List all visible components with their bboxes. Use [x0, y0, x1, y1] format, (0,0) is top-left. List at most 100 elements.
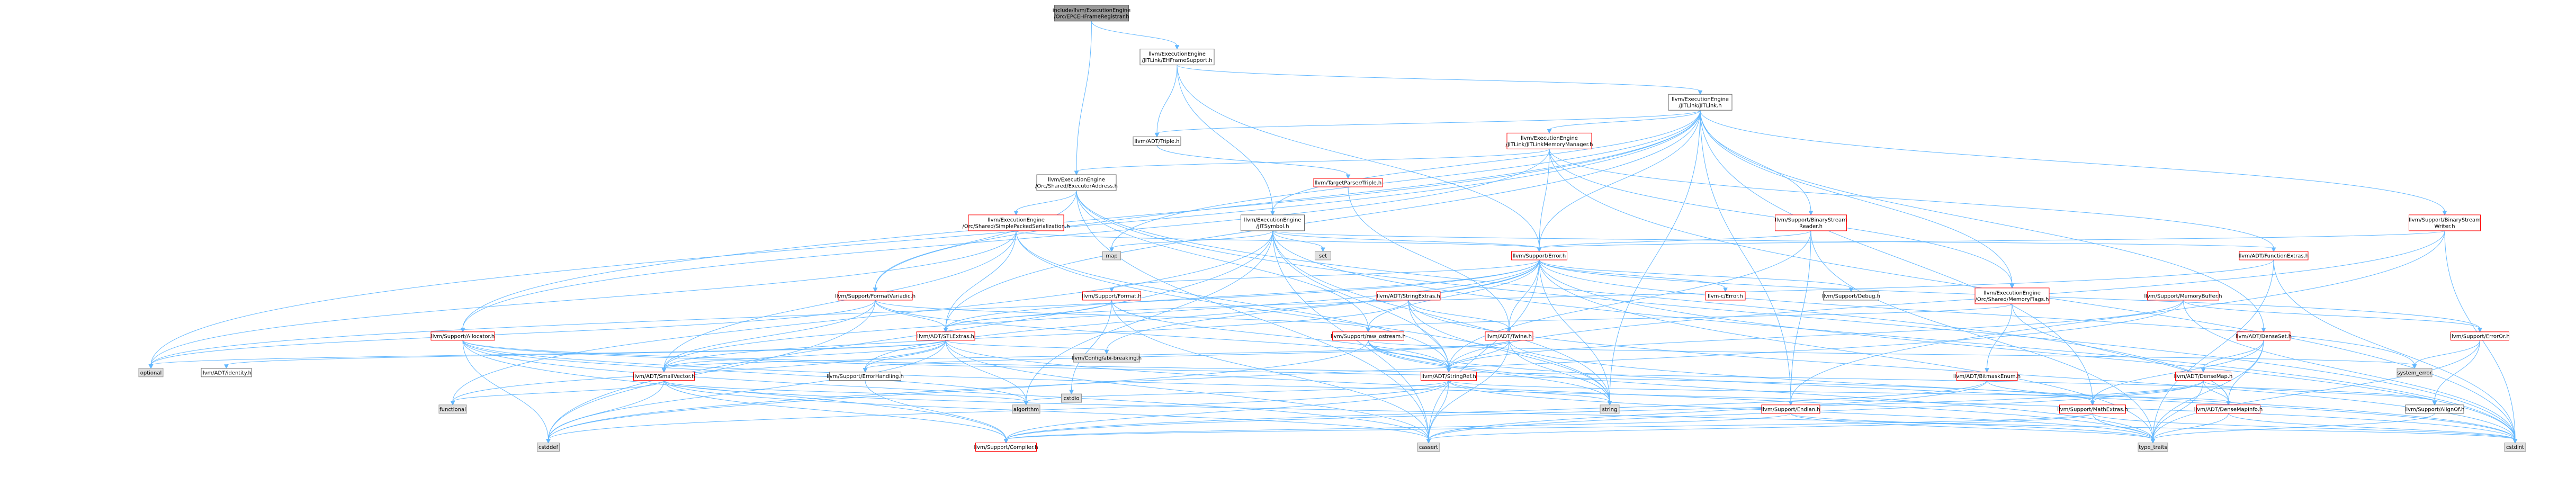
node-label: llvm/ADT/FunctionExtras.h	[2239, 254, 2309, 259]
node-smallvector[interactable]: llvm/ADT/SmallVector.h	[633, 372, 695, 381]
edge-stringextras-to-twine	[1408, 300, 1512, 332]
node-erroror[interactable]: llvm/Support/ErrorOr.h	[2450, 331, 2510, 341]
node-cstdio: cstdio	[1061, 393, 1082, 403]
node-box	[975, 443, 1037, 452]
node-label: llvm/ADT/StringRef.h	[1421, 374, 1476, 380]
node-box	[2175, 372, 2231, 381]
node-box	[1054, 5, 1129, 22]
node-raw_ostream[interactable]: llvm/Support/raw_ostream.h	[1331, 331, 1406, 341]
node-triple[interactable]: llvm/ADT/Triple.h	[1133, 136, 1181, 146]
node-mathextras[interactable]: llvm/Support/MathExtras.h	[2057, 404, 2128, 414]
node-label: include/llvm/ExecutionEngine	[1053, 7, 1131, 13]
node-label: llvm/Support/BinaryStream	[2409, 217, 2481, 223]
node-alignof[interactable]: llvm/Support/AlignOf.h	[2405, 404, 2465, 414]
node-label: llvm/ExecutionEngine	[1983, 290, 2041, 296]
node-shared_exec[interactable]: llvm/ExecutionEngine/Orc/Shared/Executor…	[1035, 174, 1118, 191]
node-box	[138, 368, 164, 377]
node-box	[2405, 404, 2464, 414]
node-error[interactable]: llvm/Support/Error.h	[1511, 251, 1567, 260]
node-memmgr[interactable]: llvm/ExecutionEngine/JITLink/JITLinkMemo…	[1506, 132, 1593, 149]
node-stringref[interactable]: llvm/ADT/StringRef.h	[1421, 372, 1477, 381]
edge-mathextras-to-cassert	[1426, 413, 2093, 444]
node-allocator[interactable]: llvm/Support/Allocator.h	[430, 331, 495, 341]
edge-error-to-llvmc_error	[1539, 259, 1728, 293]
node-box	[2397, 368, 2433, 377]
edge-memflags-to-densemapinfo	[2012, 303, 2231, 406]
node-label: llvm/ADT/BitmaskEnum.h	[1953, 374, 2021, 380]
node-box	[1139, 49, 1215, 66]
node-errhandling[interactable]: llvm/Support/ErrorHandling.h	[827, 372, 904, 381]
node-label: Reader.h	[1799, 223, 1823, 229]
edge-jitlink-to-memflags	[1700, 110, 2015, 289]
node-box	[829, 372, 901, 381]
node-debug[interactable]: llvm/Support/Debug.h	[1822, 291, 1880, 301]
edge-endian-to-compiler	[1003, 413, 1791, 444]
nodes-layer: include/llvm/ExecutionEngine/Orc/EPCEHFr…	[138, 5, 2526, 452]
node-label: cassert	[1419, 445, 1438, 451]
node-funcextras[interactable]: llvm/ADT/FunctionExtras.h	[2239, 251, 2309, 260]
node-densemap[interactable]: llvm/ADT/DenseMap.h	[2174, 372, 2233, 381]
edge-twine-to-stringref	[1446, 340, 1510, 373]
node-box	[2196, 404, 2260, 414]
edge-stringref-to-cstddef	[546, 380, 1449, 444]
node-densemapinfo[interactable]: llvm/ADT/DenseMapInfo.h	[2194, 404, 2263, 414]
node-system_error: system_error	[2397, 368, 2433, 377]
edge-stlextras-to-identity	[224, 340, 946, 369]
node-label: llvm/Support/BinaryStream	[1775, 217, 1847, 223]
node-cstdint: cstdint	[2504, 443, 2526, 452]
edge-stringref-to-compiler	[1003, 380, 1449, 444]
node-memflags[interactable]: llvm/ExecutionEngine/Orc/Shared/MemoryFl…	[1974, 287, 2050, 304]
edge-memmgr-to-funcextras	[1549, 149, 2276, 253]
node-label: llvm/Support/FormatVariadic.h	[835, 293, 915, 299]
node-box	[1761, 404, 1820, 414]
node-endian[interactable]: llvm/Support/Endian.h	[1761, 404, 1820, 414]
node-jitlink[interactable]: llvm/ExecutionEngine/JITLink/JITLink.h	[1668, 94, 1733, 111]
edge-error-to-config_abi	[1104, 259, 1540, 355]
edge-jitlink-to-map	[1109, 110, 1701, 253]
node-box	[1376, 291, 1441, 301]
node-membuffer[interactable]: llvm/Support/MemoryBuffer.h	[2144, 291, 2222, 301]
edge-format-to-cassert	[1111, 300, 1431, 444]
edge-memmgr-to-shared_exec	[1074, 148, 1550, 176]
edge-binstream_reader-to-stringref	[1446, 230, 1811, 373]
node-identity[interactable]: llvm/ADT/identity.h	[201, 368, 252, 377]
node-box	[430, 331, 495, 341]
node-label: llvm/Support/ErrorHandling.h	[827, 374, 904, 380]
node-denseset[interactable]: llvm/ADT/DenseSet.h	[2236, 331, 2292, 341]
edges-layer	[148, 21, 2518, 444]
node-target_triple[interactable]: llvm/TargetParser/Triple.h	[1313, 178, 1383, 187]
node-box	[1668, 94, 1733, 111]
edge-root-to-shared_exec	[1074, 21, 1092, 176]
node-format[interactable]: llvm/Support/Format.h	[1082, 291, 1142, 301]
node-label: system_error	[2397, 370, 2432, 376]
node-box	[1600, 404, 1620, 414]
node-label: type_traits	[2139, 445, 2167, 451]
node-compiler[interactable]: llvm/Support/Compiler.h	[974, 443, 1038, 452]
edge-twine-to-errhandling	[863, 340, 1510, 373]
node-simple_packed[interactable]: llvm/ExecutionEngine/Orc/Shared/SimplePa…	[963, 214, 1070, 231]
node-formatvariadic[interactable]: llvm/Support/FormatVariadic.h	[835, 291, 915, 301]
node-root[interactable]: include/llvm/ExecutionEngine/Orc/EPCEHFr…	[1053, 5, 1131, 22]
edge-stlextras-to-config_abi	[945, 340, 1109, 355]
node-functional: functional	[438, 404, 467, 414]
edge-memmgr-to-error	[1537, 149, 1550, 253]
edge-shared_exec-to-simple_packed	[1013, 190, 1077, 216]
node-box	[968, 214, 1064, 231]
node-stlextras[interactable]: llvm/ADT/STLExtras.h	[916, 331, 975, 341]
edge-binstream_writer-to-endian	[1788, 230, 2445, 406]
edge-binstream_writer-to-error	[1537, 230, 2445, 253]
node-jitsymbol[interactable]: llvm/ExecutionEngine/JITSymbol.h	[1241, 214, 1305, 231]
edge-jitsymbol-to-cstddef	[546, 230, 1273, 444]
node-label: llvm/ADT/STLExtras.h	[917, 334, 974, 339]
edge-jitlink-to-jitsymbol	[1270, 110, 1701, 216]
node-stringextras[interactable]: llvm/ADT/StringExtras.h	[1376, 291, 1441, 301]
node-bitmaskenum[interactable]: llvm/ADT/BitmaskEnum.h	[1953, 372, 2021, 381]
node-twine[interactable]: llvm/ADT/Twine.h	[1485, 331, 1533, 341]
node-jitlink_ehframe[interactable]: llvm/ExecutionEngine/JITLink/EHFrameSupp…	[1139, 49, 1215, 66]
edge-membuffer-to-erroror	[2183, 300, 2482, 332]
node-llvmc_error[interactable]: llvm-c/Error.h	[1705, 291, 1746, 301]
node-label: map	[1106, 254, 1117, 259]
node-box	[1511, 251, 1567, 260]
